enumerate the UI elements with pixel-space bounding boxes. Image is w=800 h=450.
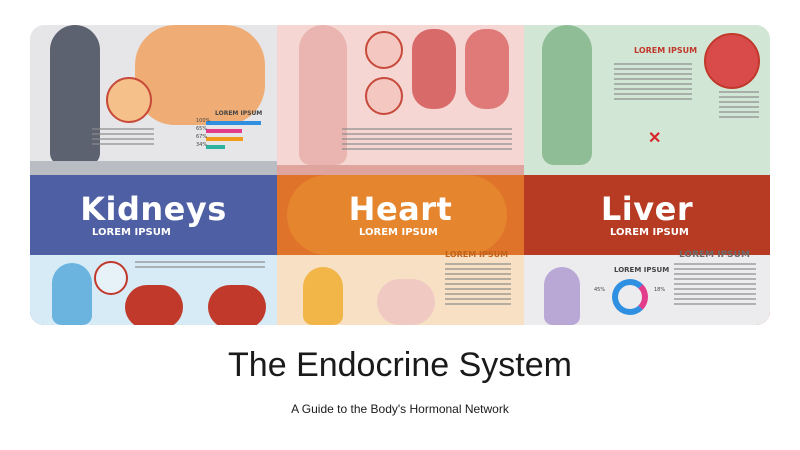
panel-liver: Liver LOREM IPSUM LOREM IPSUM LOREM IPSU… — [524, 175, 770, 325]
body-silhouette — [303, 267, 343, 325]
intestine-illustration — [135, 25, 265, 125]
zoom-circle — [365, 31, 403, 69]
placeholder-text — [342, 128, 512, 153]
kidney-illustration — [125, 285, 183, 325]
body-silhouette — [50, 25, 100, 165]
liver-heading: Liver — [600, 190, 694, 228]
organ-illustration — [412, 29, 456, 109]
gut-bar: 67% — [196, 134, 243, 141]
placeholder-text — [135, 261, 265, 271]
zoom-circle — [106, 77, 152, 123]
placeholder-text — [92, 128, 154, 148]
donut-chart — [612, 279, 648, 315]
heart-side-heading: LOREM IPSUM — [445, 250, 509, 259]
body-silhouette — [542, 25, 592, 165]
gut-bar: 65% — [196, 126, 242, 133]
panel-bottom-band — [30, 161, 277, 175]
kidneys-sub: LOREM IPSUM — [92, 227, 171, 238]
gut-heading: LOREM IPSUM — [215, 110, 263, 117]
heart-sub: LOREM IPSUM — [359, 227, 438, 238]
heart-heading: Heart — [348, 190, 453, 228]
panel-reproductive — [277, 25, 524, 175]
panel-lungs: LOREM IPSUM ✕ — [524, 25, 770, 175]
kidney-bg — [30, 175, 277, 255]
liver-pct-right: 18% — [654, 287, 666, 293]
placeholder-text — [445, 263, 511, 308]
zoom-circle — [94, 261, 128, 295]
hero-banner: LOREM IPSUM 100% 65% 67% 34% LOR — [30, 25, 770, 325]
heart-bg — [287, 175, 507, 255]
liver-sub: LOREM IPSUM — [610, 227, 689, 238]
panel-bottom-band — [277, 165, 524, 175]
liver-pct-left: 45% — [594, 287, 606, 293]
panel-digestive: LOREM IPSUM 100% 65% 67% 34% — [30, 25, 277, 175]
liver-side-heading: LOREM IPSUM — [679, 250, 750, 260]
heart-illustration — [377, 279, 435, 325]
body-silhouette — [544, 267, 580, 325]
slide-title: The Endocrine System — [228, 346, 572, 384]
placeholder-text — [719, 91, 759, 121]
panel-heart: Heart LOREM IPSUM LOREM IPSUM — [277, 175, 524, 325]
body-silhouette — [52, 263, 92, 325]
placeholder-text — [674, 263, 756, 308]
placeholder-text — [614, 63, 692, 103]
gut-bar: 100% — [196, 118, 261, 125]
kidneys-heading: Kidneys — [80, 190, 227, 228]
body-silhouette — [299, 25, 347, 165]
liver-label-heading: LOREM IPSUM — [614, 266, 670, 274]
panel-kidneys: Kidneys LOREM IPSUM — [30, 175, 277, 325]
zoom-circle — [704, 33, 760, 89]
zoom-circle — [365, 77, 403, 115]
slide-subtitle: A Guide to the Body's Hormonal Network — [291, 402, 509, 416]
no-smoking-icon: ✕ — [648, 130, 662, 147]
gut-bar: 34% — [196, 142, 225, 149]
organ-illustration — [465, 29, 509, 109]
lung-heading: LOREM IPSUM — [634, 46, 698, 55]
kidney-illustration — [208, 285, 266, 325]
